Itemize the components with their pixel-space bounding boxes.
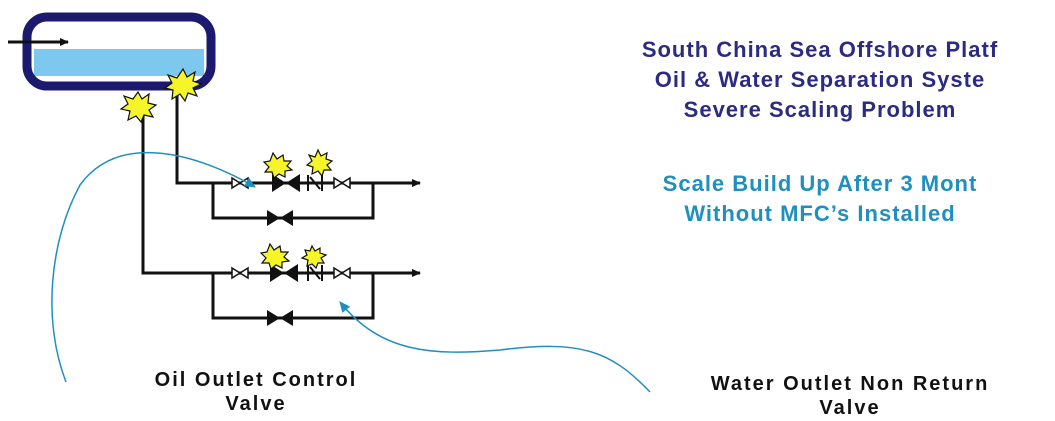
oil-outlet-line xyxy=(175,88,408,220)
gate-valve-icon xyxy=(231,266,249,280)
scale-burst-icon xyxy=(259,242,291,271)
separator-vessel xyxy=(22,12,216,91)
oil-outlet-valve-label-line-1: Oil Outlet Control xyxy=(154,369,358,391)
gate-valve-icon xyxy=(267,210,293,226)
subtitle-line-1: Scale Build Up After 3 Mont xyxy=(662,171,978,196)
non-return-valve-icon xyxy=(307,265,323,281)
gate-valve-icon xyxy=(333,176,351,190)
water-outlet-valve-label-line-1: Water Outlet Non Return xyxy=(710,373,990,395)
title-line-2: Oil & Water Separation Syste xyxy=(654,67,986,92)
oil-outlet-valve-label-line-2: Valve xyxy=(225,393,287,415)
gate-valve-icon xyxy=(333,266,351,280)
scale-burst-icon xyxy=(300,244,328,270)
water-outlet-valve-label-line-2: Valve xyxy=(819,397,881,419)
subtitle-line-2: Without MFC’s Installed xyxy=(684,201,956,226)
title-line-1: South China Sea Offshore Platf xyxy=(641,37,999,62)
scale-burst-icon xyxy=(262,151,294,180)
gate-valve-icon xyxy=(272,174,300,192)
oil-outlet-valve-label: Oil Outlet Control Valve xyxy=(96,368,416,416)
water-outlet-line xyxy=(141,100,408,320)
gate-valve-icon xyxy=(267,310,293,326)
water-outlet-valve-label: Water Outlet Non Return Valve xyxy=(650,372,1050,420)
oil-valve-leader-line xyxy=(51,151,256,383)
non-return-valve-icon xyxy=(307,175,323,191)
scale-burst-icon xyxy=(305,148,334,178)
scale-burst-icon xyxy=(119,90,158,124)
scale-burst-icon xyxy=(163,67,203,103)
title-line-3: Severe Scaling Problem xyxy=(683,97,957,122)
gate-valve-icon xyxy=(270,264,298,282)
water-valve-leader-line xyxy=(339,301,651,393)
